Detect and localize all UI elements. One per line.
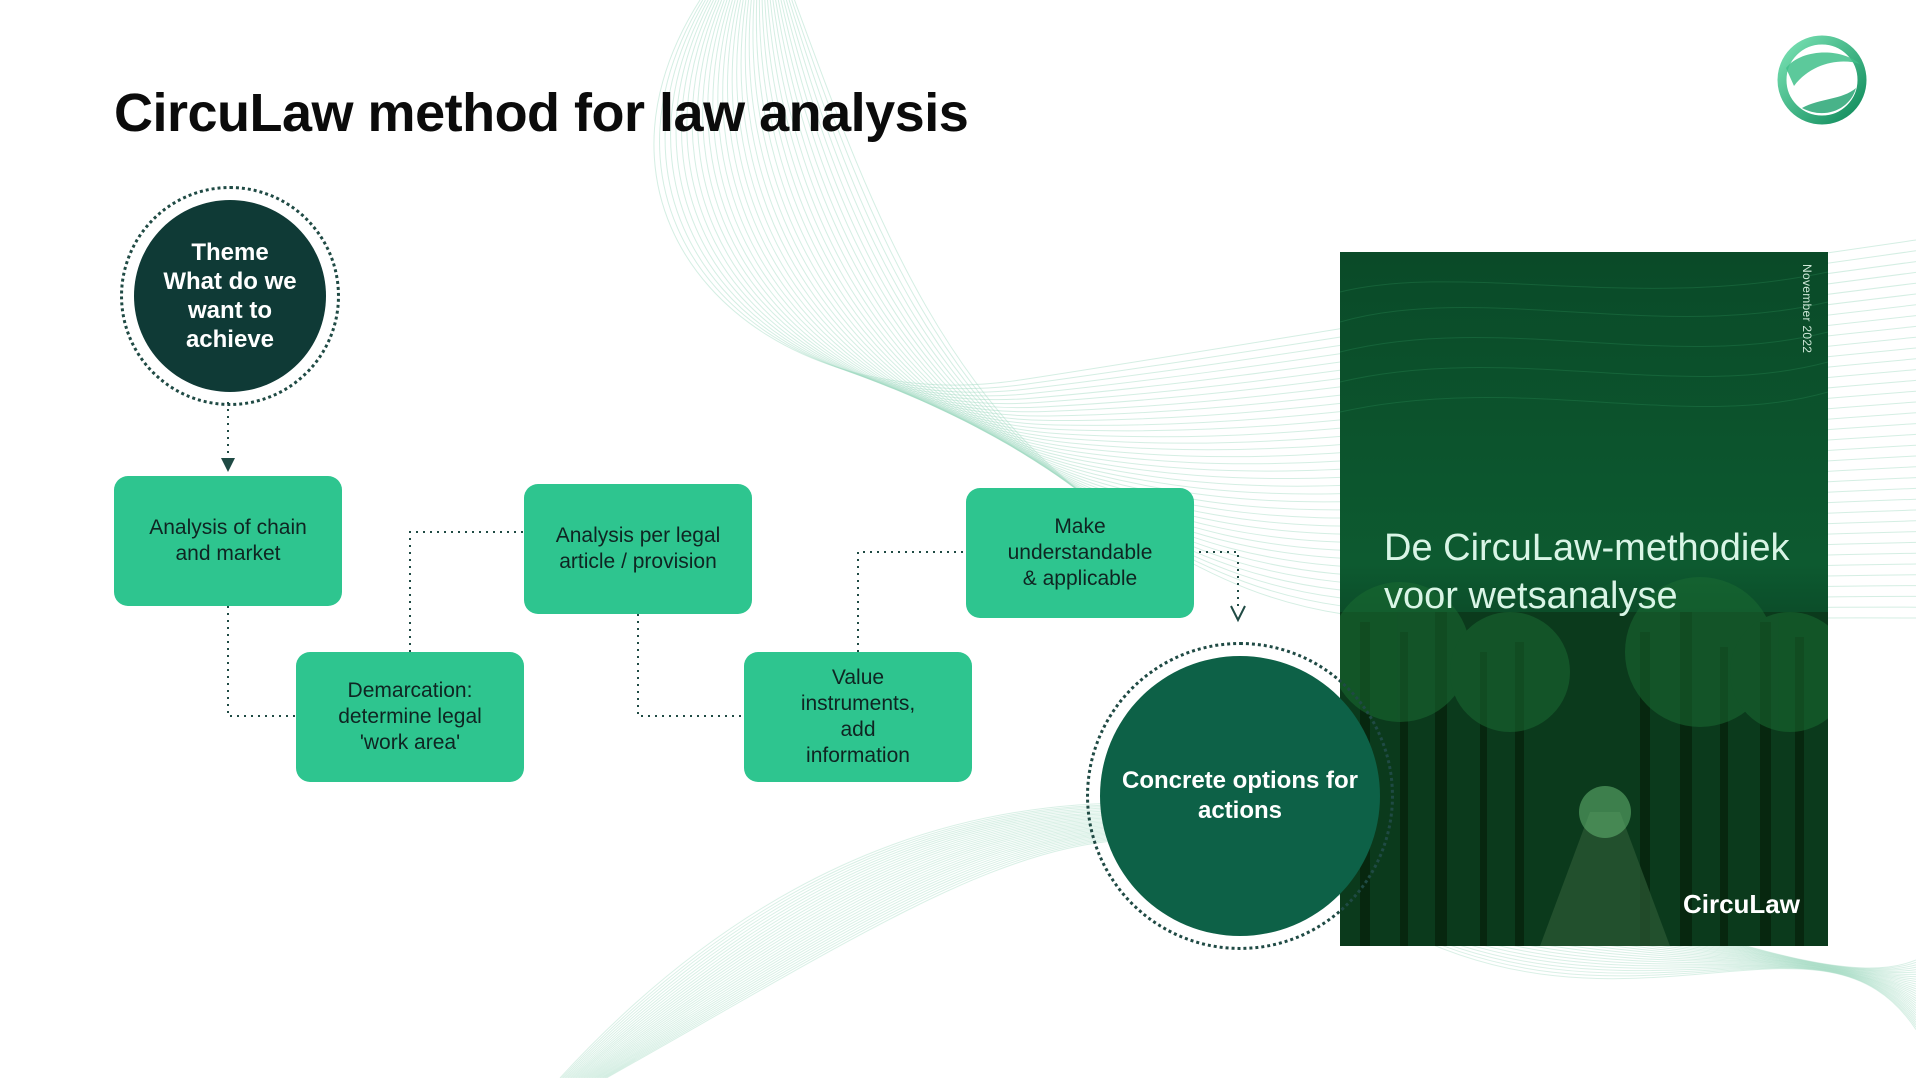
page-title: CircuLaw method for law analysis (114, 83, 969, 143)
result-label: Concrete options for actions (1121, 767, 1358, 824)
step-label: Demarcation: determine legal 'work area' (338, 679, 482, 754)
arrow-down-icon (1230, 605, 1246, 623)
connector-article-to-value (637, 614, 744, 717)
connector-make-to-result (1192, 551, 1239, 610)
result-circle: Concrete options for actions (1100, 656, 1380, 936)
result-circle-ring (1086, 642, 1394, 950)
step-analysis-per-article: Analysis per legal article / provision (524, 484, 752, 614)
document-date: November 2022 (1800, 264, 1814, 354)
forest-illustration (1340, 271, 1828, 946)
step-analysis-of-chain: Analysis of chain and market (114, 476, 342, 606)
theme-circle: Theme What do we want to achieve (134, 200, 326, 392)
document-cover: November 2022 De CircuLaw-methodiek voor… (1340, 252, 1828, 946)
connector-chain-to-demarcation (227, 606, 296, 717)
document-title: De CircuLaw-methodiek voor wetsanalyse (1384, 527, 1790, 617)
circulaw-logo-icon (1772, 28, 1872, 128)
step-label: Make understandable & applicable (1007, 515, 1153, 590)
arrow-down-icon (221, 458, 235, 472)
connector-value-to-make (857, 551, 966, 652)
step-label: Analysis of chain and market (149, 516, 307, 565)
document-brand: CircuLaw (1682, 889, 1800, 919)
step-demarcation: Demarcation: determine legal 'work area' (296, 652, 524, 782)
step-value-instruments: Value instruments, add information (744, 652, 972, 782)
step-make-understandable: Make understandable & applicable (966, 488, 1194, 618)
theme-circle-ring (120, 186, 340, 406)
connector-demarcation-to-article (409, 531, 524, 652)
step-label: Value instruments, add information (800, 666, 916, 767)
theme-label: Theme What do we want to achieve (163, 239, 297, 353)
step-label: Analysis per legal article / provision (555, 524, 721, 573)
